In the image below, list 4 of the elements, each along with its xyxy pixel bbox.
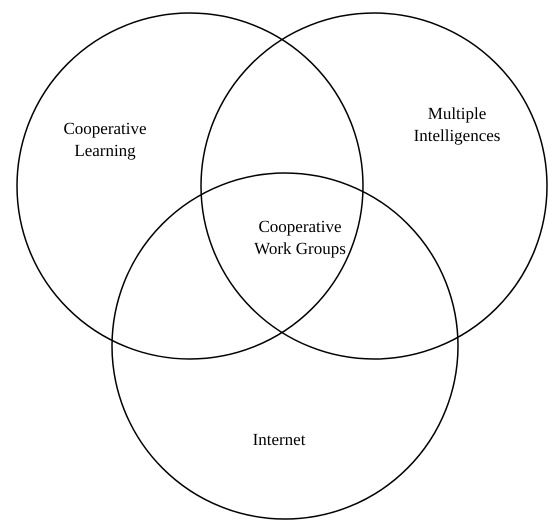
set-label: Multiple Intelligences [412, 103, 502, 147]
set-label: Cooperative Learning [62, 118, 148, 162]
intersection-label: Cooperative Work Groups [253, 216, 347, 260]
set-label: Internet [252, 429, 306, 451]
